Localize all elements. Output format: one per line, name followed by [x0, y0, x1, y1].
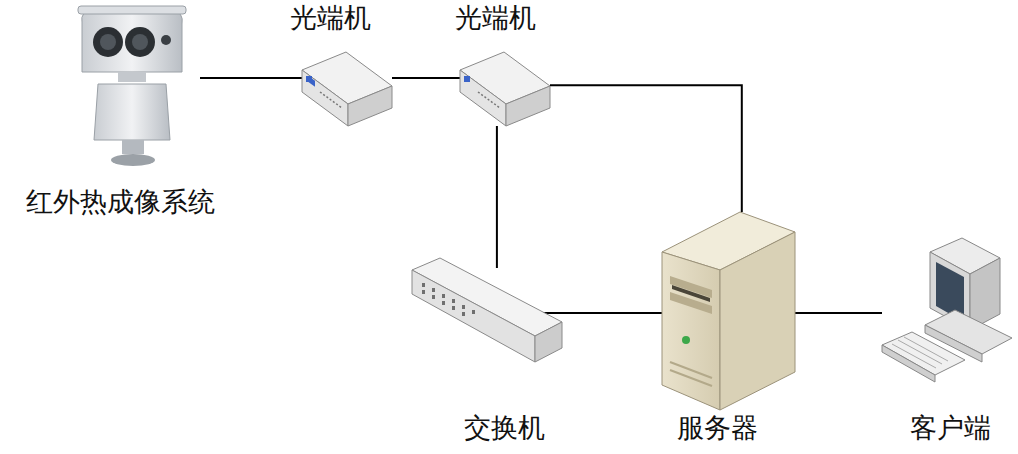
- thermal-camera-icon: [78, 6, 186, 166]
- device-label: 光端机: [455, 2, 536, 34]
- device-label: 客户端: [910, 412, 991, 444]
- optical-terminal-node: 光端机: [460, 52, 550, 126]
- optical-terminal-node: 光端机: [302, 52, 392, 126]
- server-node: 服务器: [662, 212, 795, 410]
- connector-line: [550, 85, 742, 212]
- optical-terminal-icon: [302, 52, 392, 126]
- client-computer-icon: [882, 238, 1012, 382]
- thermal-camera-node: 红外热成像系统: [78, 6, 190, 166]
- switch-icon: [412, 258, 562, 362]
- client-node: 客户端: [882, 238, 1012, 382]
- connector-path: [795, 312, 882, 314]
- server-icon: [662, 212, 795, 410]
- connector-line: [200, 78, 302, 79]
- connector-path: [496, 126, 498, 268]
- connector-path: [540, 312, 663, 314]
- connector-line: [496, 126, 497, 268]
- connector-path: [392, 77, 460, 79]
- device-label: 光端机: [290, 2, 371, 34]
- device-label: 红外热成像系统: [26, 186, 215, 218]
- connector-path: [200, 77, 302, 79]
- device-label: 服务器: [677, 412, 758, 444]
- switch-node: 交换机: [412, 262, 562, 362]
- optical-terminal-icon: [460, 52, 550, 126]
- connector-line: [795, 312, 882, 313]
- connector-line: [540, 313, 663, 314]
- connector-path: [550, 85, 742, 212]
- device-label: 交换机: [464, 412, 545, 444]
- connector-line: [392, 77, 460, 78]
